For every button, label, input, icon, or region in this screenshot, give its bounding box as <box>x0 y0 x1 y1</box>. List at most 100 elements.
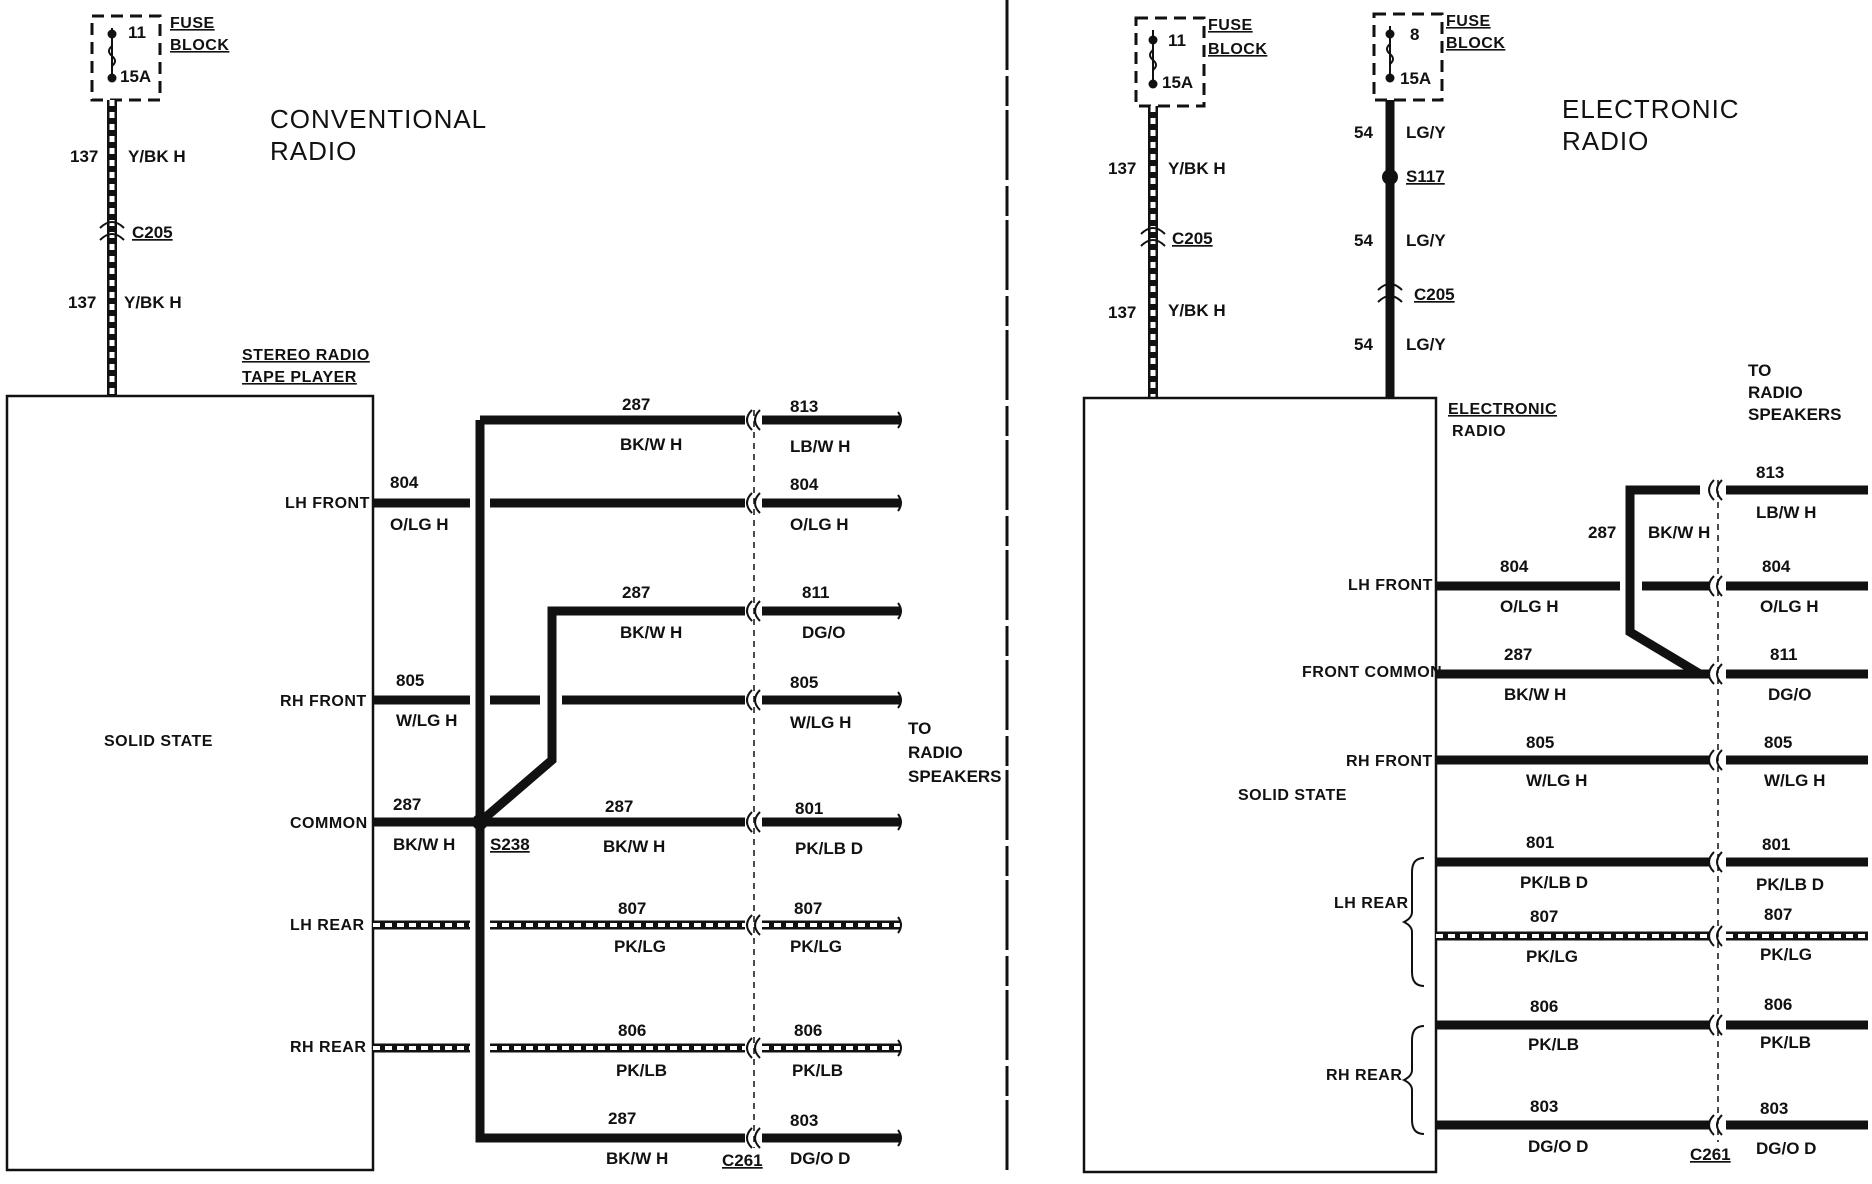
right-w0-out-num: 804 <box>1762 557 1791 576</box>
right-w4-in-num: 807 <box>1530 907 1558 926</box>
left-pin-lh-front: LH FRONT <box>285 495 370 512</box>
right-w2-in-num: 805 <box>1526 733 1554 752</box>
right-fuse2-label-2: BLOCK <box>1446 35 1505 52</box>
right-to-speakers-1: TO <box>1748 361 1771 380</box>
left-w5-in-num: 807 <box>618 899 646 918</box>
right-w3-in-color: PK/LB D <box>1520 873 1588 892</box>
right-w0-in-num: 804 <box>1500 557 1529 576</box>
left-w1-out-num: 804 <box>790 475 819 494</box>
right-w0-out-color: O/LG H <box>1760 597 1819 616</box>
left-feed-circuit-1: 137 <box>70 147 98 166</box>
left-splice-label: S238 <box>490 835 530 854</box>
right-to-speakers-2: RADIO <box>1748 383 1803 402</box>
right-fuse1-rating: 15A <box>1162 73 1193 92</box>
right-feed2-connector: C205 <box>1414 285 1455 304</box>
right-fuse1-element-icon <box>1149 49 1157 71</box>
left-w7-in-color: BK/W H <box>606 1149 668 1168</box>
right-jumper-num: 287 <box>1588 523 1616 542</box>
left-feed-circuit-2: 137 <box>68 293 96 312</box>
left-w1-in-color: O/LG H <box>390 515 449 534</box>
right-splice-s117-dot <box>1382 169 1398 185</box>
right-rh-rear-brace <box>1401 1025 1425 1135</box>
right-feed1-connector: C205 <box>1172 229 1213 248</box>
right-pin-front-common: FRONT COMMON <box>1302 664 1442 681</box>
left-w4-out-num: 801 <box>795 799 823 818</box>
left-fuse-rating: 15A <box>120 67 151 86</box>
right-pin-lh-rear: LH REAR <box>1334 895 1409 912</box>
left-to-speakers-3: SPEAKERS <box>908 767 1002 786</box>
left-w0-out-color: LB/W H <box>790 437 850 456</box>
right-pin-lh-front: LH FRONT <box>1348 577 1433 594</box>
left-bus-287-lower <box>475 822 745 1143</box>
right-feed1-circuit-2: 137 <box>1108 303 1136 322</box>
left-w3-in-num: 805 <box>396 671 424 690</box>
left-w4-in-num: 287 <box>605 797 633 816</box>
left-w5-in-color: PK/LG <box>614 937 666 956</box>
right-w5-in-num: 806 <box>1530 997 1558 1016</box>
right-fuse2-number: 8 <box>1410 25 1419 44</box>
right-unit-inner: SOLID STATE <box>1238 787 1347 804</box>
left-w0-in-color: BK/W H <box>620 435 682 454</box>
right-fuse2-rating: 15A <box>1400 69 1431 88</box>
right-pin-rh-rear: RH REAR <box>1326 1067 1402 1084</box>
right-fuse2-label-1: FUSE <box>1446 13 1491 30</box>
right-jumper-287 <box>1625 485 1703 678</box>
left-pin-lh-rear: LH REAR <box>290 917 365 934</box>
left-wire-287-diag <box>477 606 745 826</box>
right-w4-in-color: PK/LG <box>1526 947 1578 966</box>
left-fuse-label-2: BLOCK <box>170 37 229 54</box>
left-w1-in-num: 804 <box>390 473 419 492</box>
left-w6-out-color: PK/LB <box>792 1061 843 1080</box>
left-w6-in-num: 806 <box>618 1021 646 1040</box>
left-connector-label: C261 <box>722 1151 763 1170</box>
right-fuse1-label-1: FUSE <box>1208 17 1253 34</box>
right-w2-out-color: W/LG H <box>1764 771 1825 790</box>
left-w1-out-color: O/LG H <box>790 515 849 534</box>
left-w2-out-num: 811 <box>802 583 829 602</box>
right-fuse2-element-icon <box>1386 43 1394 65</box>
right-connector-label: C261 <box>1690 1145 1731 1164</box>
right-w4-out-num: 807 <box>1764 905 1792 924</box>
left-feed-connector: C205 <box>132 223 173 242</box>
right-w5-out-num: 806 <box>1764 995 1792 1014</box>
left-w6-out-num: 806 <box>794 1021 822 1040</box>
left-fuse-element-icon <box>108 45 116 67</box>
right-w3-out-num: 801 <box>1762 835 1790 854</box>
right-jumper-color: BK/W H <box>1648 523 1710 542</box>
left-to-speakers-1: TO <box>908 719 931 738</box>
left-splice-s238-dot <box>472 814 488 830</box>
right-w1-out-num: 811 <box>1770 645 1797 664</box>
left-w6-in-color: PK/LB <box>616 1061 667 1080</box>
right-feed2-circuit-3: 54 <box>1354 335 1373 354</box>
left-radio-unit <box>5 394 375 1172</box>
left-w5-out-num: 807 <box>794 899 822 918</box>
right-w2-in-color: W/LG H <box>1526 771 1587 790</box>
right-w6-in-num: 803 <box>1530 1097 1558 1116</box>
left-unit-inner: SOLID STATE <box>104 733 213 750</box>
left-feed-color-1: Y/BK H <box>128 147 186 166</box>
left-title-line-2: RADIO <box>270 136 357 166</box>
right-connector-chevrons <box>1708 479 1723 1136</box>
right-feed1-circuit-1: 137 <box>1108 159 1136 178</box>
right-feed2-c205-icon <box>1377 283 1403 303</box>
right-w2-out-num: 805 <box>1764 733 1792 752</box>
right-w4-out-color: PK/LG <box>1760 945 1812 964</box>
left-feed-color-2: Y/BK H <box>124 293 182 312</box>
left-w4-out-color: PK/LB D <box>795 839 863 858</box>
right-top-num: 813 <box>1756 463 1784 482</box>
left-w2-in-num: 287 <box>622 583 650 602</box>
right-w1-in-color: BK/W H <box>1504 685 1566 704</box>
right-feed2-color-1: LG/Y <box>1406 123 1446 142</box>
right-w6-out-color: DG/O D <box>1756 1139 1816 1158</box>
left-w7-in-num: 287 <box>608 1109 636 1128</box>
right-feed2-circuit-1: 54 <box>1354 123 1373 142</box>
left-fuse-label-1: FUSE <box>170 15 215 32</box>
right-lh-rear-brace <box>1401 857 1425 987</box>
right-w5-in-color: PK/LB <box>1528 1035 1579 1054</box>
right-w1-in-num: 287 <box>1504 645 1532 664</box>
left-fuse-terminal-bottom <box>107 73 117 83</box>
right-feed1-c205-icon <box>1140 227 1166 247</box>
left-panel-conventional-radio: 11 15A FUSE BLOCK 137 Y/BK H C205 137 Y/… <box>5 14 1002 1172</box>
left-w3-out-color: W/LG H <box>790 713 851 732</box>
